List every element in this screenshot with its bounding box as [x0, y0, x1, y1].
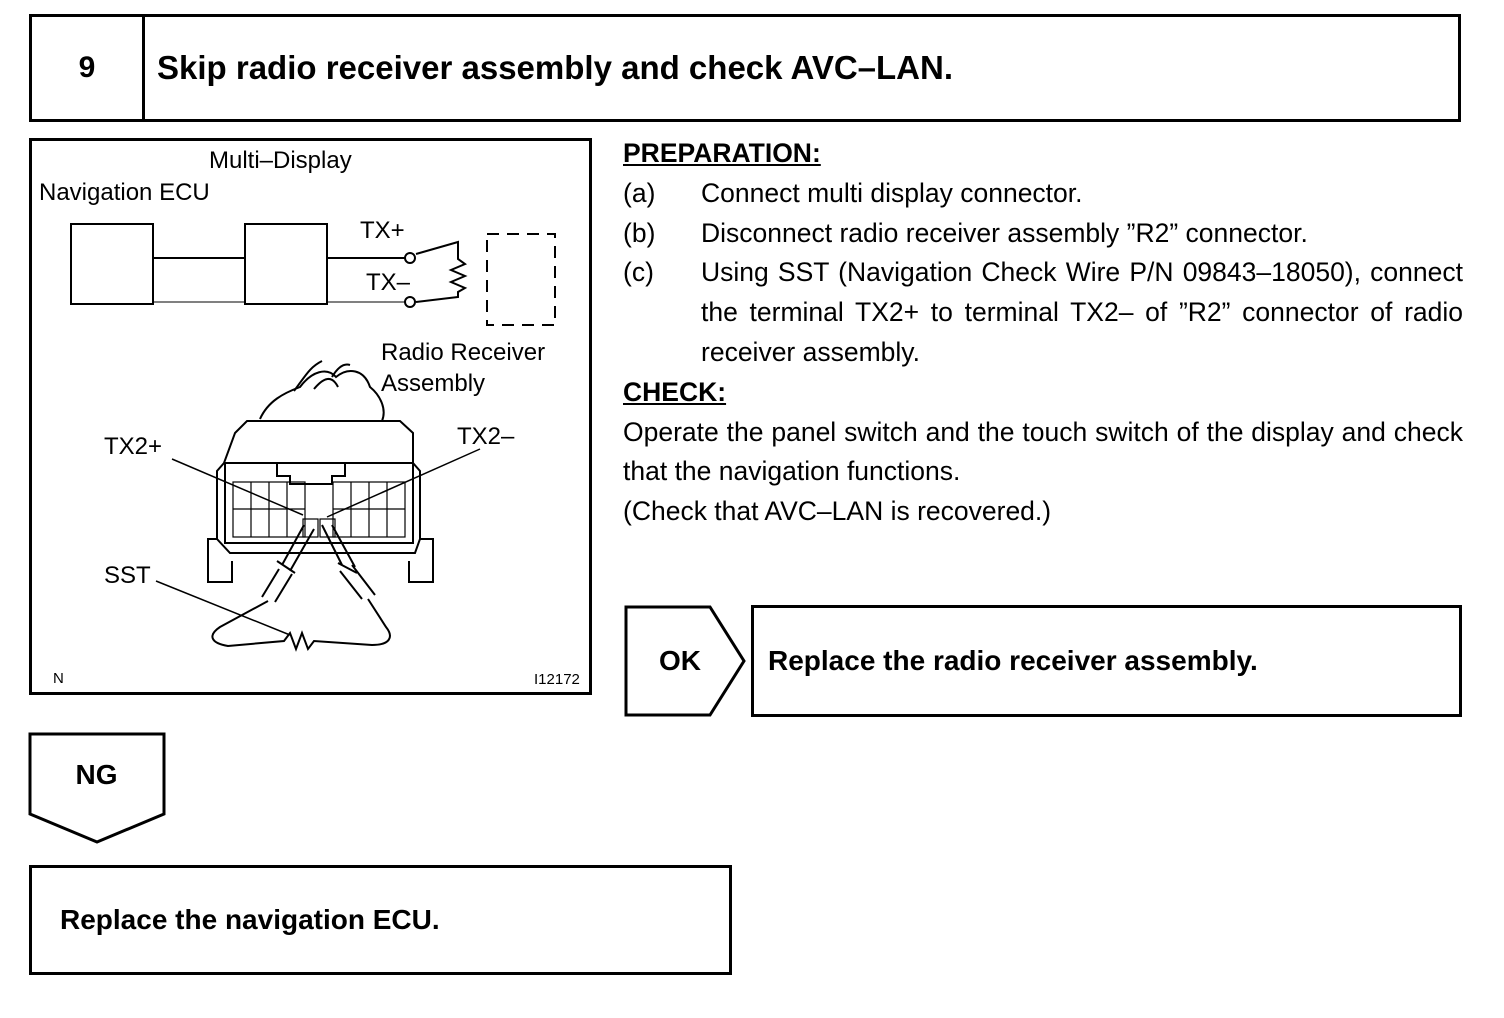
preparation-item: (b) Disconnect radio receiver assembly ”… — [623, 214, 1463, 254]
tx2-plus-label: TX2+ — [104, 433, 163, 460]
item-label: (a) — [623, 177, 656, 208]
tx-plus-terminal — [404, 252, 416, 264]
item-label: (b) — [623, 217, 656, 248]
item-text: Disconnect radio receiver assembly ”R2” … — [701, 217, 1308, 248]
check-heading: CHECK: — [623, 376, 727, 407]
tx-plus-label: TX+ — [360, 217, 405, 244]
instructions: PREPARATION: (a) Connect multi display c… — [623, 134, 1463, 532]
item-text: Using SST (Navigation Check Wire P/N 098… — [701, 257, 1463, 367]
ng-result-box: Replace the navigation ECU. — [29, 865, 732, 975]
ng-label: NG — [75, 759, 118, 790]
radio-receiver-dashed-box — [486, 233, 556, 326]
sst-label: SST — [104, 562, 151, 589]
display-ecu-box — [70, 223, 154, 305]
item-label: (c) — [623, 257, 654, 288]
ok-result-box: Replace the radio receiver assembly. — [751, 605, 1462, 717]
navigation-ecu-label: Navigation ECU — [39, 179, 210, 206]
ok-label: OK — [659, 645, 701, 676]
radio-receiver-label: Radio Receiver — [381, 339, 546, 366]
check-text: Operate the panel switch and the touch s… — [623, 416, 1463, 487]
step-number: 9 — [32, 17, 145, 119]
figure-id: I12172 — [534, 671, 580, 688]
diagram-drawing — [70, 223, 556, 652]
ng-arrow-box — [28, 732, 166, 844]
nav-ecu-box — [244, 223, 328, 305]
step-header: 9 Skip radio receiver assembly and check… — [29, 14, 1461, 122]
item-text: Connect multi display connector. — [701, 177, 1083, 208]
tx-minus-terminal — [404, 296, 416, 308]
terminating-resistor — [415, 240, 468, 303]
preparation-item: (c) Using SST (Navigation Check Wire P/N… — [623, 253, 1463, 372]
wiring-diagram: Multi–Display Navigation ECU TX+ TX– Rad… — [29, 138, 592, 695]
preparation-item: (a) Connect multi display connector. — [623, 174, 1463, 214]
tx2-minus-label: TX2– — [457, 423, 515, 450]
preparation-heading: PREPARATION: — [623, 138, 821, 168]
ok-arrow-box — [624, 605, 746, 717]
multi-display-label: Multi–Display — [209, 147, 352, 174]
check-note: (Check that AVC–LAN is recovered.) — [623, 496, 1052, 527]
tx-minus-label: TX– — [366, 269, 411, 296]
figure-corner-mark: N — [53, 670, 64, 687]
assembly-label: Assembly — [381, 370, 486, 397]
step-title: Skip radio receiver assembly and check A… — [157, 49, 954, 86]
